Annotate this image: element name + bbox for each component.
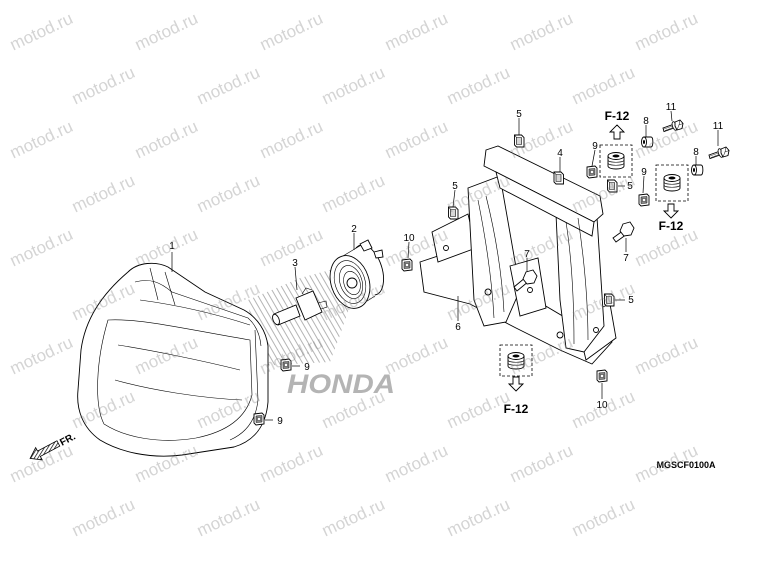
- callout-labels: 1 2 3 4 5 5 5 5 6 7 7 8 8 9 9 9 9 10 10 …: [169, 102, 723, 427]
- honda-logo-text: HONDA: [287, 369, 395, 399]
- clip-icon: [604, 293, 615, 307]
- clip-icon: [553, 171, 564, 185]
- callout-label: 1: [169, 241, 175, 252]
- front-marker-label: FR.: [58, 431, 78, 448]
- bolt-icon: [662, 119, 684, 132]
- leader-line: [642, 175, 645, 194]
- callout-label: 5: [627, 181, 633, 192]
- arrow-left-icon: [29, 440, 61, 461]
- callout-label: 10: [403, 233, 415, 244]
- leader-line: [452, 189, 456, 208]
- arrow-down-icon: [662, 203, 680, 219]
- bolt-icon: [708, 146, 730, 159]
- reference-box: [655, 164, 689, 202]
- nut-clip-icon: [638, 193, 650, 207]
- callout-label: 9: [304, 362, 310, 373]
- bolt-icon: [513, 269, 538, 292]
- callout-label: 9: [277, 416, 283, 427]
- nut-clip-icon: [596, 369, 608, 383]
- reference-box: [599, 144, 633, 178]
- callout-label: 7: [524, 249, 530, 260]
- grommet-icon: [663, 174, 681, 192]
- callout-label: 4: [557, 148, 563, 159]
- leader-line: [670, 110, 673, 122]
- grommet-icon: [507, 352, 525, 370]
- reference-label: F-12: [605, 109, 630, 123]
- callout-label: 5: [516, 109, 522, 120]
- leader-lines: [171, 110, 719, 421]
- arrow-up-icon: [608, 124, 626, 140]
- grommet-icon: [607, 152, 625, 170]
- callout-label: 8: [643, 116, 649, 127]
- collar-icon: [691, 164, 704, 176]
- nut-clip-icon: [401, 258, 413, 272]
- callout-label: 3: [292, 258, 298, 269]
- clip-icon: [607, 179, 618, 193]
- bolt-icon: [612, 221, 635, 243]
- reference-label: F-12: [659, 219, 684, 233]
- arrow-down-icon: [507, 376, 525, 392]
- callout-label: 11: [713, 121, 724, 132]
- reference-box: [499, 344, 533, 377]
- callout-label: 11: [666, 102, 677, 113]
- collar-icon: [641, 136, 654, 148]
- callout-label: 2: [351, 224, 357, 235]
- callout-label: 6: [455, 322, 461, 333]
- callout-label: 8: [693, 147, 699, 158]
- headlight-bulb: [272, 287, 328, 326]
- callout-label: 5: [628, 295, 634, 306]
- nut-clip-icon: [586, 165, 598, 179]
- callout-label: 9: [641, 167, 647, 178]
- drawing-code: MGSCF0100A: [656, 460, 716, 470]
- leader-line: [591, 149, 596, 167]
- reference-label: F-12: [504, 402, 529, 416]
- front-marker: FR.: [29, 431, 78, 461]
- callout-label: 9: [592, 141, 598, 152]
- nut-clip-icon: [253, 412, 265, 426]
- leader-line: [294, 266, 298, 291]
- callout-label: 7: [623, 253, 629, 264]
- callout-label: 10: [596, 400, 608, 411]
- clip-icon: [448, 206, 459, 220]
- dust-cover: [329, 239, 385, 309]
- clip-icon: [514, 134, 525, 148]
- callout-label: 5: [452, 181, 458, 192]
- leader-line: [407, 241, 410, 259]
- headlight-unit: [77, 262, 269, 457]
- headlight-stay: [419, 145, 617, 365]
- nut-clip-icon: [280, 358, 292, 372]
